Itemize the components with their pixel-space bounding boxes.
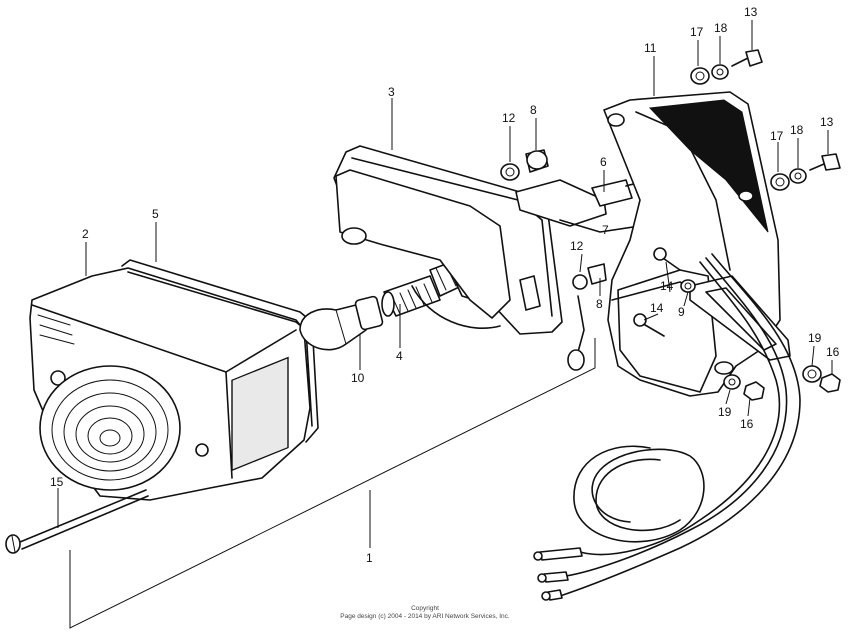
part-license-bracket [603,91,791,397]
callout-11: 11 [644,41,657,55]
callout-12-lower: 12 [570,239,584,253]
callout-2: 2 [82,227,89,241]
callout-labels: 1 2 3 4 5 6 7 8 8 9 10 11 12 12 13 13 14… [50,5,840,565]
part-bolt-set-lower [770,153,841,191]
callout-17-lower: 17 [770,129,784,143]
callout-16-lower: 16 [740,417,754,431]
callout-14-upper: 14 [660,279,674,293]
callout-18-upper: 18 [714,21,728,35]
callout-19-right: 19 [808,331,822,345]
part-bolts-14 [633,247,681,337]
callout-4: 4 [396,349,403,363]
assembly-bracket-line [69,338,596,629]
callout-14-lower: 14 [650,301,664,315]
callout-10: 10 [351,371,365,385]
part-case-base [333,145,585,371]
callout-7: 7 [602,223,609,237]
callout-13-upper: 13 [744,5,758,19]
callout-19-lower: 19 [718,405,732,419]
callout-6: 6 [600,155,607,169]
part-washer-9 [680,279,696,293]
part-grommets [500,149,607,290]
callout-8-lower: 8 [596,297,603,311]
callout-15: 15 [50,475,64,489]
copyright-line-1: Copyright [411,605,439,612]
part-bulb [299,295,384,351]
callout-12-upper: 12 [502,111,516,125]
callout-9: 9 [678,305,685,319]
copyright-footer: Copyright Page design (c) 2004 - 2014 by… [340,605,510,620]
callout-1: 1 [366,551,373,565]
callout-8-upper: 8 [530,103,537,117]
callout-18-lower: 18 [790,123,804,137]
callout-13-lower: 13 [820,115,834,129]
callout-17-upper: 17 [690,25,704,39]
callout-leaders [57,20,833,528]
part-bolt-set-upper [690,49,763,85]
part-wiring-harness [533,253,801,601]
copyright-line-2: Page design (c) 2004 - 2014 by ARI Netwo… [340,613,510,620]
part-nuts-washers [723,365,841,401]
part-screw [5,489,149,554]
part-lens-housing [29,267,311,501]
callout-16-right: 16 [826,345,840,359]
callout-5: 5 [152,207,159,221]
part-wiring-connector [515,179,701,255]
callout-3: 3 [388,85,395,99]
